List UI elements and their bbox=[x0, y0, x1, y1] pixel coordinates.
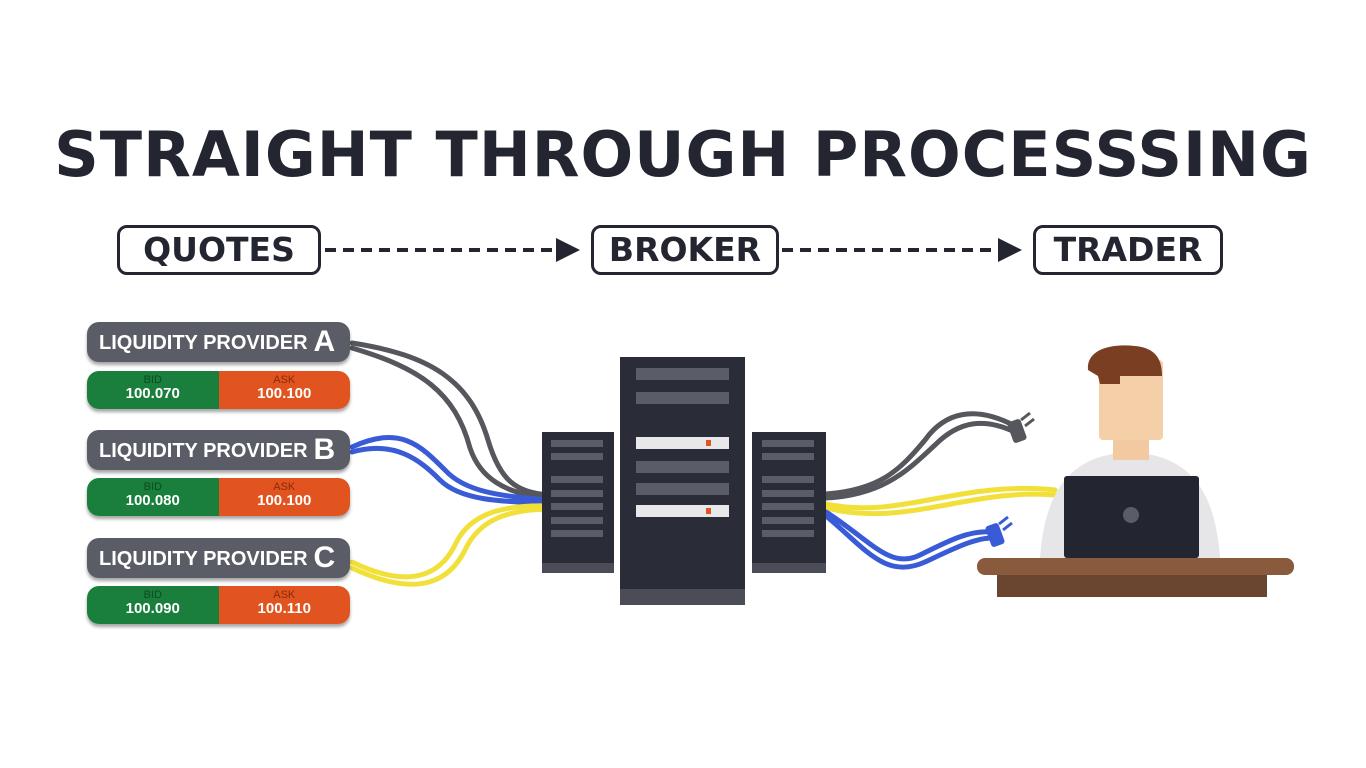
ask-cell: ASK 100.110 bbox=[218, 586, 350, 624]
bid-value: 100.090 bbox=[125, 600, 180, 617]
server-icon bbox=[752, 432, 826, 573]
ask-label: ASK bbox=[273, 589, 296, 601]
desk bbox=[977, 558, 1294, 597]
bid-value: 100.080 bbox=[125, 492, 180, 509]
bid-label: BID bbox=[143, 589, 162, 601]
bid-label: BID bbox=[143, 481, 162, 493]
server-icon bbox=[620, 357, 745, 605]
bid-cell: BID 100.070 bbox=[87, 371, 219, 409]
liquidity-provider-letter: C bbox=[313, 541, 336, 574]
plug-icon bbox=[1007, 411, 1035, 443]
bid-cell: BID 100.080 bbox=[87, 478, 219, 516]
ask-value: 100.100 bbox=[257, 385, 312, 402]
flow-arrow-quotes-to-broker bbox=[325, 238, 580, 262]
ask-cell: ASK 100.100 bbox=[218, 478, 350, 516]
page-title: STRAIGHT THROUGH PROCESSSING bbox=[54, 118, 1312, 191]
server-icon bbox=[542, 432, 614, 573]
liquidity-provider-label-text: LIQUIDITY PROVIDER bbox=[99, 332, 308, 354]
cables-servers-to-trader bbox=[823, 411, 1058, 570]
liquidity-provider-b-quote: BID 100.080 ASK 100.100 bbox=[87, 478, 350, 516]
bid-value: 100.070 bbox=[125, 385, 180, 402]
ask-cell: ASK 100.100 bbox=[218, 371, 350, 409]
liquidity-provider-a-quote: BID 100.070 ASK 100.100 bbox=[87, 371, 350, 409]
flow-quotes-box: QUOTES bbox=[117, 225, 321, 275]
flow-broker-box: BROKER bbox=[591, 225, 779, 275]
laptop-icon bbox=[1064, 476, 1199, 558]
ask-label: ASK bbox=[273, 481, 296, 493]
ask-value: 100.110 bbox=[257, 600, 311, 617]
liquidity-provider-label-text: LIQUIDITY PROVIDER bbox=[99, 548, 308, 570]
bid-cell: BID 100.090 bbox=[87, 586, 219, 624]
flow-trader-box: TRADER bbox=[1033, 225, 1223, 275]
bid-label: BID bbox=[143, 374, 162, 386]
liquidity-provider-label-text: LIQUIDITY PROVIDER bbox=[99, 440, 308, 462]
liquidity-provider-letter: B bbox=[313, 433, 336, 466]
liquidity-provider-c-quote: BID 100.090 ASK 100.110 bbox=[87, 586, 350, 624]
flow-arrow-broker-to-trader bbox=[782, 238, 1022, 262]
ask-label: ASK bbox=[273, 374, 296, 386]
liquidity-provider-letter: A bbox=[313, 325, 336, 358]
plug-icon bbox=[985, 515, 1013, 547]
ask-value: 100.100 bbox=[257, 492, 312, 509]
cables-providers-to-servers bbox=[349, 340, 551, 587]
